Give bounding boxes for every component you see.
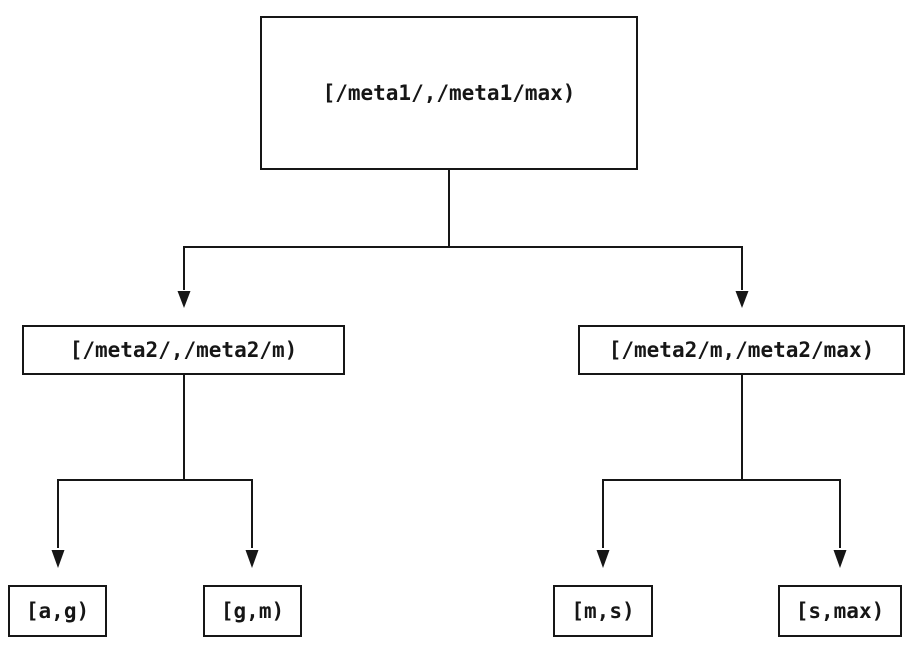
tree-leaf-gm: [g,m) bbox=[203, 585, 302, 637]
tree-node-meta2-low-label: [/meta2/,/meta2/m) bbox=[69, 337, 298, 362]
arrowhead-leaf-gm bbox=[245, 550, 259, 568]
edge-left-child-to-leaves bbox=[51, 375, 259, 568]
tree-leaf-ms: [m,s) bbox=[553, 585, 653, 637]
tree-leaf-ag-label: [a,g) bbox=[25, 598, 90, 623]
tree-node-root-label: [/meta1/,/meta1/max) bbox=[322, 80, 576, 105]
tree-node-root: [/meta1/,/meta1/max) bbox=[260, 16, 638, 170]
arrowhead-leaf-ag bbox=[51, 550, 65, 568]
tree-leaf-smax-label: [s,max) bbox=[795, 598, 885, 623]
tree-leaf-ms-label: [m,s) bbox=[571, 598, 635, 623]
edge-root-to-children bbox=[177, 170, 749, 308]
tree-leaf-ag: [a,g) bbox=[8, 585, 107, 637]
tree-leaf-smax: [s,max) bbox=[778, 585, 902, 637]
edge-right-child-to-leaves bbox=[596, 375, 847, 568]
arrowhead-leaf-smax bbox=[833, 550, 847, 568]
arrowhead-right-child bbox=[735, 291, 749, 308]
tree-leaf-gm-label: [g,m) bbox=[220, 598, 285, 623]
tree-node-meta2-high-label: [/meta2/m,/meta2/max) bbox=[608, 337, 875, 362]
arrowhead-left-child bbox=[177, 291, 191, 308]
tree-node-meta2-high: [/meta2/m,/meta2/max) bbox=[578, 325, 905, 375]
arrowhead-leaf-ms bbox=[596, 550, 610, 568]
tree-node-meta2-low: [/meta2/,/meta2/m) bbox=[22, 325, 345, 375]
